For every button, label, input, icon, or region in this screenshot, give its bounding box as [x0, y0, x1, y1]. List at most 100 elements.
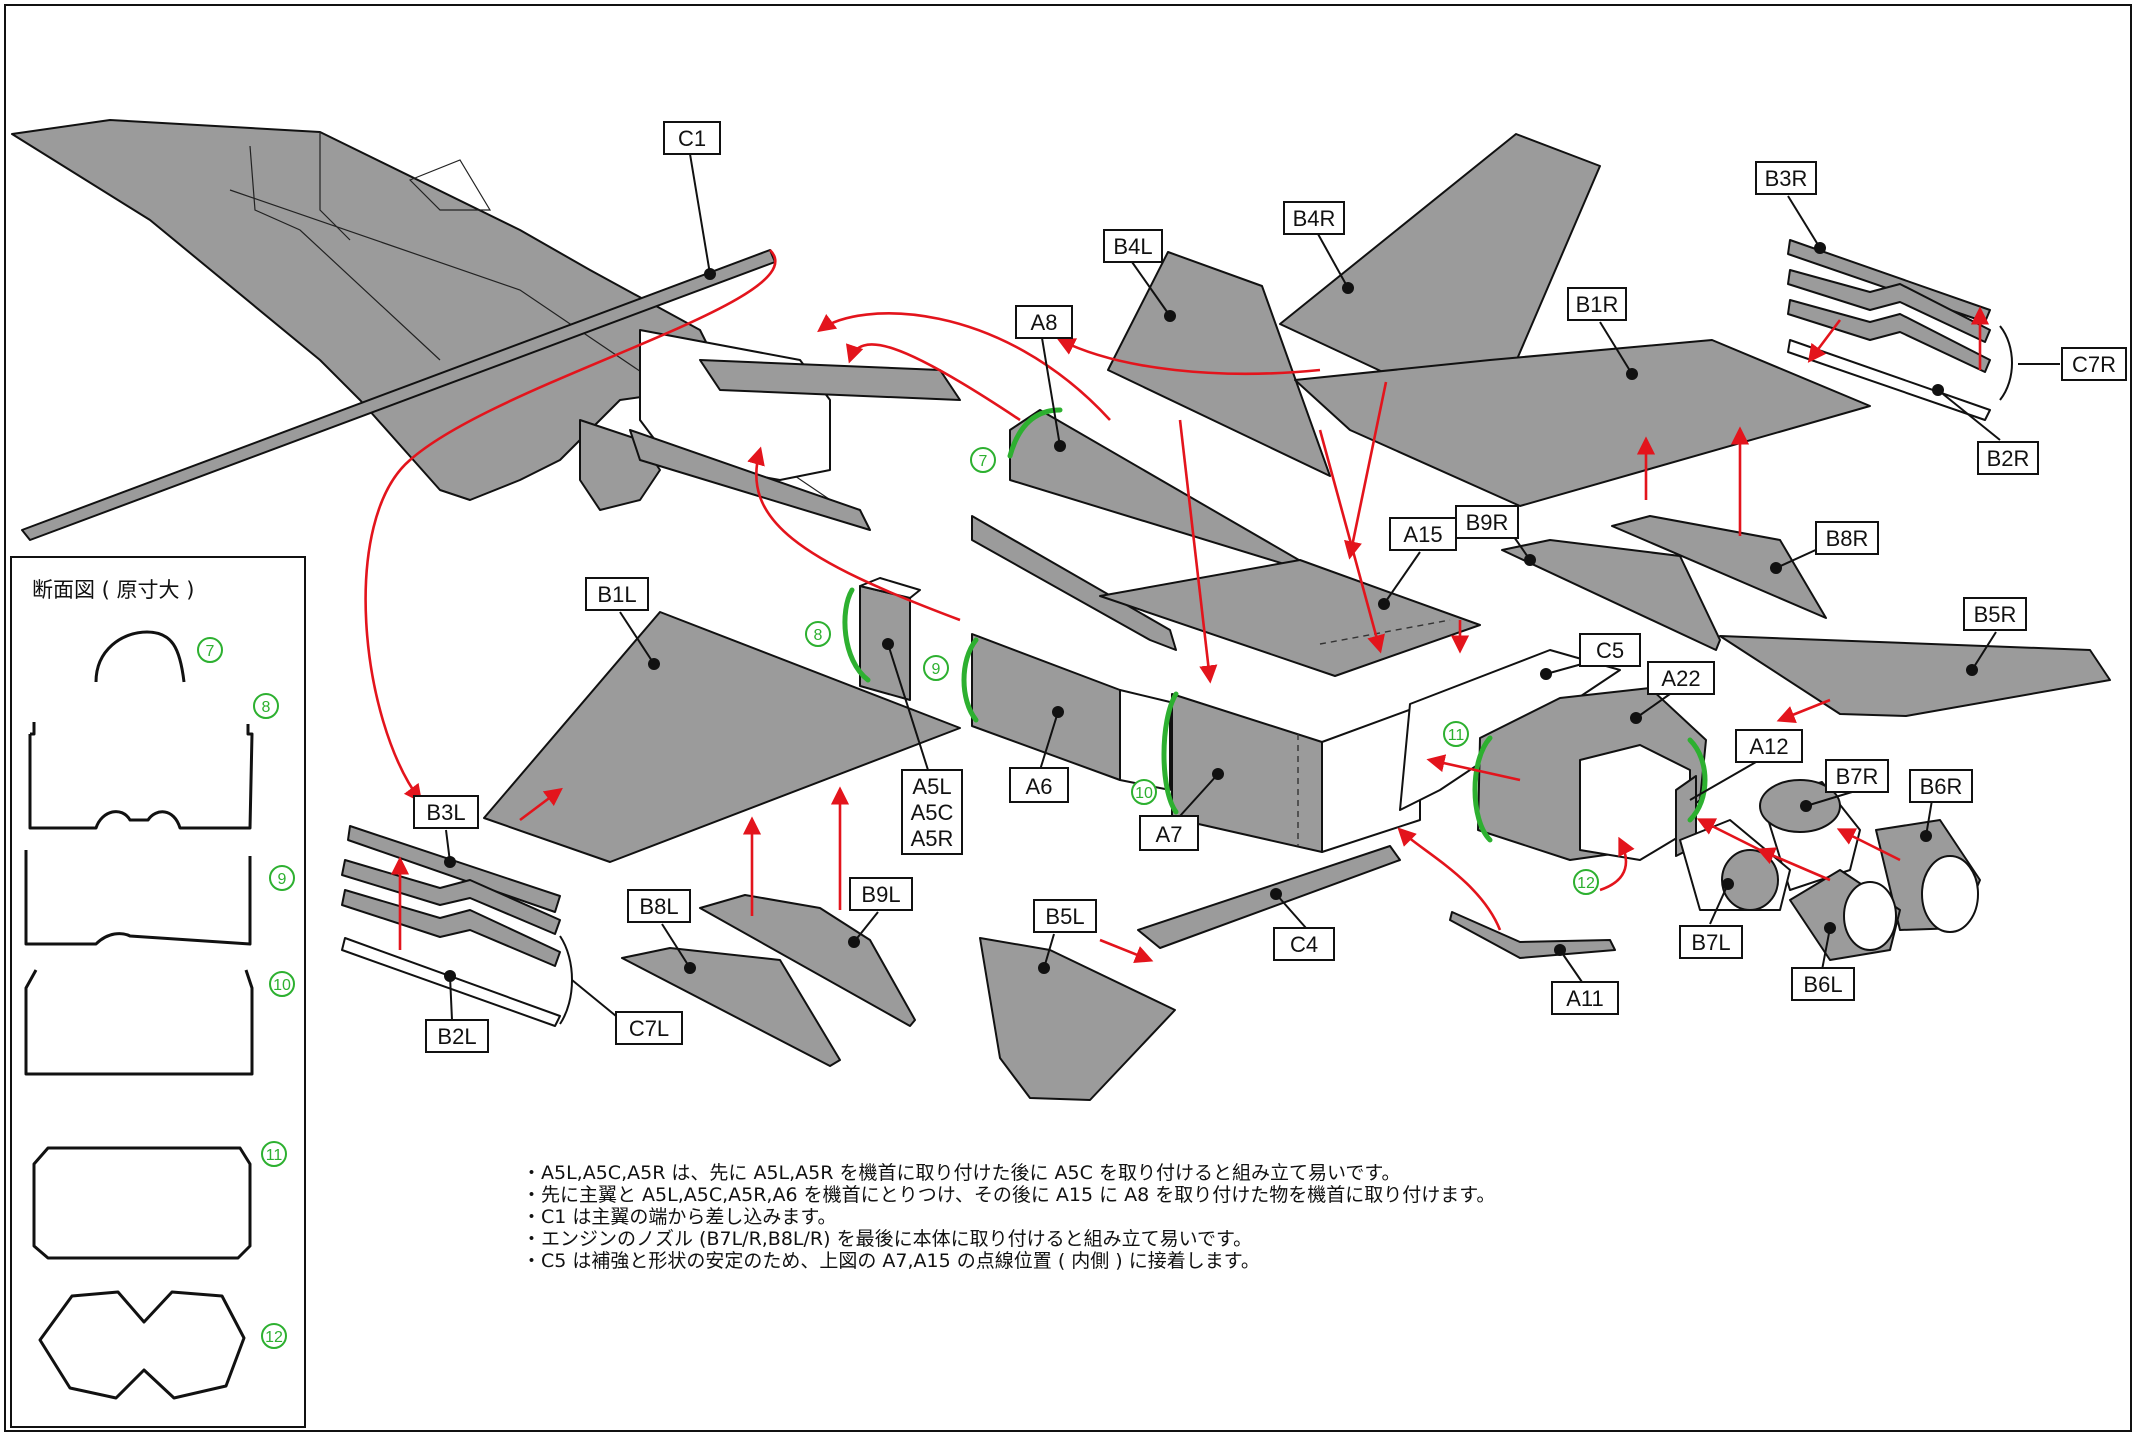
- label-b4l: B4L: [1103, 229, 1176, 322]
- svg-text:B2L: B2L: [437, 1024, 476, 1049]
- part-c4: [1137, 845, 1401, 949]
- section-shape-11: 11: [32, 1141, 287, 1260]
- svg-text:B9L: B9L: [861, 882, 900, 907]
- label-b8l: B8L: [627, 889, 696, 974]
- label-a15: A15: [1378, 517, 1457, 610]
- part-b9l: [699, 894, 916, 1027]
- step-number-10: 10: [1131, 779, 1157, 805]
- svg-text:B2R: B2R: [1987, 446, 2030, 471]
- section-shape-7: 7: [94, 630, 223, 683]
- svg-text:10: 10: [1135, 785, 1153, 802]
- label-a6: A6: [1009, 706, 1069, 803]
- green-guides: [842, 407, 1708, 843]
- part-b3r-b2r-stack: [1787, 239, 1991, 421]
- svg-text:7: 7: [206, 643, 215, 660]
- label-b7l: B7L: [1679, 878, 1743, 959]
- note-1: ・A5L,A5C,A5R は、先に A5L,A5R を機首に取り付けた後に A5…: [522, 1162, 1401, 1184]
- cross-section-title: 断面図 ( 原寸大 ): [32, 578, 195, 602]
- svg-text:A22: A22: [1661, 666, 1700, 691]
- label-c5: C5: [1540, 633, 1641, 680]
- svg-text:10: 10: [273, 977, 291, 994]
- label-b1l: B1L: [585, 577, 660, 670]
- svg-text:9: 9: [278, 871, 287, 888]
- part-b1r: [1294, 339, 1871, 507]
- svg-text:8: 8: [814, 627, 823, 644]
- step-number-11: 11: [1443, 721, 1469, 747]
- svg-text:A8: A8: [1031, 310, 1058, 335]
- cross-section-panel: 断面図 ( 原寸大 ) 7 8 9 10 11: [10, 556, 306, 1428]
- label-b2l: B2L: [425, 970, 489, 1053]
- note-2: ・先に主翼と A5L,A5C,A5R,A6 を機首にとりつけ、その後に A15 …: [522, 1184, 1496, 1206]
- svg-text:A12: A12: [1749, 734, 1788, 759]
- label-b3r: B3R: [1755, 161, 1826, 254]
- svg-text:C1: C1: [678, 126, 706, 151]
- svg-text:A5C: A5C: [911, 800, 954, 825]
- label-b4r: B4R: [1283, 201, 1354, 294]
- label-b9r: B9R: [1455, 505, 1536, 566]
- label-c4: C4: [1270, 888, 1335, 961]
- nozzle-b6r: [1875, 819, 1981, 933]
- svg-text:B3R: B3R: [1765, 166, 1808, 191]
- cross-section-shapes: 7 8 9 10 11 12: [24, 630, 295, 1400]
- svg-text:B1L: B1L: [597, 582, 636, 607]
- step-number-8: 8: [805, 621, 831, 647]
- page-frame: [4, 4, 2132, 1432]
- part-b9r: [1501, 539, 1721, 651]
- label-c1: C1: [663, 121, 721, 280]
- svg-text:B1R: B1R: [1576, 292, 1619, 317]
- part-a15: [1099, 559, 1481, 677]
- step-number-12: 12: [1573, 869, 1599, 895]
- part-a8: [971, 409, 1331, 651]
- label-c7l: C7L: [559, 935, 683, 1045]
- section-shape-8: 8: [28, 693, 279, 830]
- svg-text:11: 11: [1448, 727, 1465, 744]
- svg-text:B7R: B7R: [1836, 764, 1879, 789]
- label-b7r: B7R: [1800, 759, 1889, 812]
- part-a6: [971, 633, 1171, 791]
- svg-text:C7R: C7R: [2072, 352, 2116, 377]
- label-a7: A7: [1139, 768, 1224, 851]
- label-b5l: B5L: [1033, 899, 1097, 974]
- section-shape-12: 12: [38, 1290, 287, 1400]
- svg-text:B8R: B8R: [1826, 526, 1869, 551]
- svg-text:9: 9: [932, 661, 941, 678]
- label-a8: A8: [1015, 305, 1073, 452]
- svg-text:12: 12: [265, 1329, 283, 1346]
- svg-text:C7L: C7L: [629, 1016, 669, 1041]
- red-assembly-arrows: [364, 249, 1990, 964]
- note-5: ・C5 は補強と形状の安定のため、上図の A7,A15 の点線位置 ( 内側 )…: [522, 1250, 1260, 1272]
- svg-text:12: 12: [1577, 875, 1595, 892]
- label-b1r: B1R: [1567, 287, 1638, 380]
- svg-text:B6L: B6L: [1803, 972, 1842, 997]
- part-a7: [1171, 693, 1421, 853]
- part-b8l: [621, 947, 841, 1067]
- svg-text:C4: C4: [1290, 932, 1318, 957]
- svg-text:11: 11: [266, 1147, 283, 1164]
- svg-text:B7L: B7L: [1691, 930, 1730, 955]
- svg-text:A15: A15: [1403, 522, 1442, 547]
- label-a11: A11: [1551, 944, 1619, 1015]
- svg-text:B3L: B3L: [426, 800, 465, 825]
- label-a5: A5L A5C A5R: [882, 638, 963, 855]
- part-a11: [1449, 911, 1616, 959]
- nozzle-b7l: [1679, 819, 1791, 911]
- label-b2r: B2R: [1932, 384, 2039, 475]
- svg-text:8: 8: [262, 699, 271, 716]
- assembly-notes: ・A5L,A5C,A5R は、先に A5L,A5R を機首に取り付けた後に A5…: [522, 1162, 1822, 1272]
- svg-text:B4R: B4R: [1293, 206, 1336, 231]
- svg-text:A7: A7: [1156, 822, 1183, 847]
- label-b9l: B9L: [848, 877, 913, 948]
- label-b8r: B8R: [1770, 521, 1879, 574]
- section-shape-10: 10: [24, 969, 295, 1076]
- label-b6r: B6R: [1909, 769, 1973, 842]
- step-number-7: 7: [970, 447, 996, 473]
- label-b5r: B5R: [1963, 597, 2027, 676]
- label-a22: A22: [1630, 661, 1715, 724]
- svg-text:B9R: B9R: [1466, 510, 1509, 535]
- svg-text:B6R: B6R: [1920, 774, 1963, 799]
- label-a12: A12: [1689, 729, 1803, 801]
- svg-text:B5R: B5R: [1974, 602, 2017, 627]
- step-number-9: 9: [923, 655, 949, 681]
- part-b5l: [979, 937, 1176, 1101]
